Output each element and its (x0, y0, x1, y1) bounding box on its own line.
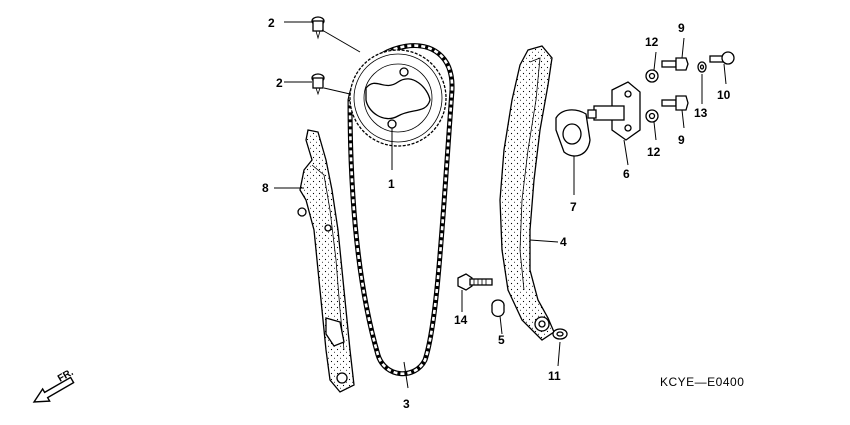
callout-13: 13 (694, 106, 708, 120)
callout-5: 5 (498, 333, 505, 347)
callout-14: 14 (454, 313, 468, 327)
tensioner-arm (499, 45, 555, 341)
sprocket-bolt-upper (311, 16, 325, 40)
callout-2-lower: 2 (276, 76, 283, 90)
tensioner-washer-upper (645, 69, 659, 83)
tensioner-gasket (555, 109, 591, 157)
callout-9-upper: 9 (678, 21, 685, 35)
callout-4: 4 (560, 235, 567, 249)
callout-12-lower: 12 (647, 145, 661, 159)
callout-7: 7 (570, 200, 577, 214)
cam-chain (347, 43, 455, 377)
callout-6: 6 (623, 167, 630, 181)
tensioner-lifter (587, 81, 641, 141)
collar (491, 299, 505, 318)
o-ring (697, 61, 707, 73)
cam-sprocket (349, 49, 447, 147)
cam-chain-guide (297, 129, 355, 393)
callout-3: 3 (403, 397, 410, 411)
diagram-code: KCYE—E0400 (660, 375, 744, 389)
front-direction-arrow (32, 376, 75, 403)
sealing-bolt (709, 51, 735, 65)
pivot-bolt (457, 273, 493, 291)
washer (552, 328, 568, 340)
sprocket-bolt-lower (311, 73, 325, 96)
callout-10: 10 (717, 88, 731, 102)
callout-11: 11 (548, 369, 561, 383)
callout-9-lower: 9 (678, 133, 685, 147)
callout-12-upper: 12 (645, 35, 659, 49)
leader-lines (274, 21, 727, 389)
callout-1: 1 (388, 177, 395, 191)
tensioner-bolt-upper (661, 57, 689, 71)
tensioner-washer-lower (645, 109, 659, 123)
callout-8: 8 (262, 181, 269, 195)
tensioner-bolt-lower (661, 95, 689, 111)
callout-2-upper: 2 (268, 16, 275, 30)
